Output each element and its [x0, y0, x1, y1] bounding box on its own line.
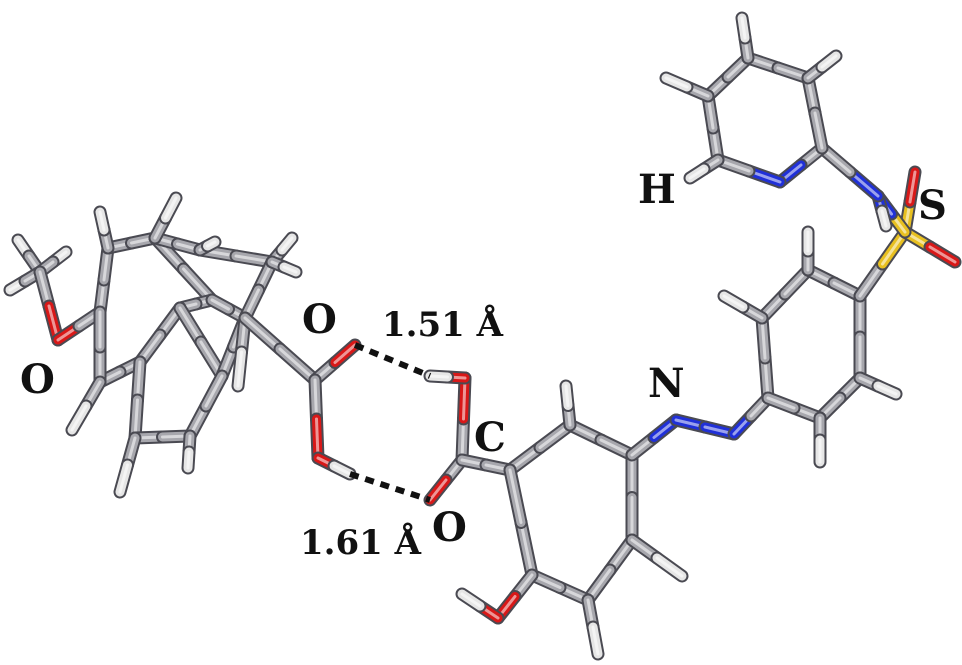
bond-s6-s1-half-b-highlight [766, 396, 796, 410]
bond-c4-c7-half-a-highlight [178, 306, 203, 344]
hbond-bottom [349, 471, 431, 503]
bond-r6-r1-half-a-highlight [519, 521, 534, 577]
hbond-top [353, 342, 432, 379]
bond-cA-oA2-half-a-highlight [313, 378, 318, 421]
label-distance-bottom: 1.61 Å [300, 523, 422, 563]
bonds-layer [3, 11, 962, 661]
bond-cB-oB1-half-b-highlight [462, 376, 467, 421]
bond-r2-hr2-half-b-highlight [564, 384, 570, 407]
bond-s5-hs5-half-b-highlight [876, 384, 898, 396]
bond-p5-hp5-half-b-highlight [740, 16, 747, 40]
hydrogen-bonds-layer [349, 342, 432, 503]
bond-s2-hs2-half-b-highlight [722, 294, 745, 309]
bond-p4-hp4-half-b-highlight [664, 76, 689, 89]
bond-p6-hp6-half-b-highlight [820, 54, 838, 69]
bond-s1-s2-half-a-highlight [763, 356, 770, 400]
bond-c12-cA-half-b-highlight [278, 347, 317, 382]
bond-oH-hOH-half-b-highlight [460, 592, 482, 608]
label-o-hbond-top: O [302, 296, 337, 343]
bond-p3-hp3-half-b-highlight [688, 167, 706, 180]
label-s-sulfonyl: S [918, 182, 947, 229]
label-n-azo: N [648, 360, 685, 407]
bond-s4-S-half-a-highlight [858, 262, 884, 298]
label-o-hbond-bottom: O [432, 504, 467, 551]
label-distance-top: 1.51 Å [382, 305, 504, 345]
label-o-methoxy: O [20, 356, 55, 403]
bond-c2-h2-half-b-highlight [98, 210, 106, 232]
bond-c12-cA-half-a-highlight [243, 316, 282, 351]
bond-s4-S-half-b-highlight [881, 230, 907, 266]
bond-cB-oB2-half-b-highlight [428, 478, 448, 502]
bond-cA-oA1-half-b-highlight [333, 343, 357, 364]
bond-oA2-hA2-half-b-highlight [332, 464, 352, 476]
bond-r5-hr5-half-b-highlight [591, 625, 600, 656]
bond-c13-h13b-half-b-highlight [282, 265, 298, 274]
bond-r6-r1-half-b-highlight [508, 468, 523, 524]
bond-oB1-hB1-half-b-highlight [428, 374, 449, 379]
label-c-carboxyl: C [474, 414, 506, 461]
bond-r4-hr4-half-b-highlight [655, 556, 684, 578]
bond-c11-h11-half-b-highlight [186, 450, 191, 470]
bond-nS-hN-half-b-highlight [880, 209, 888, 228]
bond-cB-oB1-half-a-highlight [460, 417, 465, 462]
bond-c10-h10-half-b-highlight [118, 463, 129, 494]
bond-c12-h12-half-b-highlight [236, 350, 243, 388]
bond-c9-h9-half-b-highlight [206, 240, 217, 248]
bond-p6-p1-half-b-highlight [813, 111, 824, 150]
bond-c13-h13a-half-b-highlight [280, 236, 294, 252]
label-h-pyridine: H [638, 166, 676, 213]
bond-s1-s2-half-b-highlight [760, 316, 767, 360]
bond-c6-h6-half-b-highlight [70, 404, 88, 432]
bond-cA-oA2-half-b-highlight [315, 417, 320, 460]
bond-c3-h3-half-b-highlight [164, 196, 178, 220]
bond-c12-c8-half-b-highlight [210, 298, 230, 311]
bond-c11-c7-half-b-highlight [204, 374, 224, 408]
bond-S-oS1-half-b-highlight [908, 170, 917, 204]
bond-S-oS2-half-b-highlight [928, 245, 957, 264]
